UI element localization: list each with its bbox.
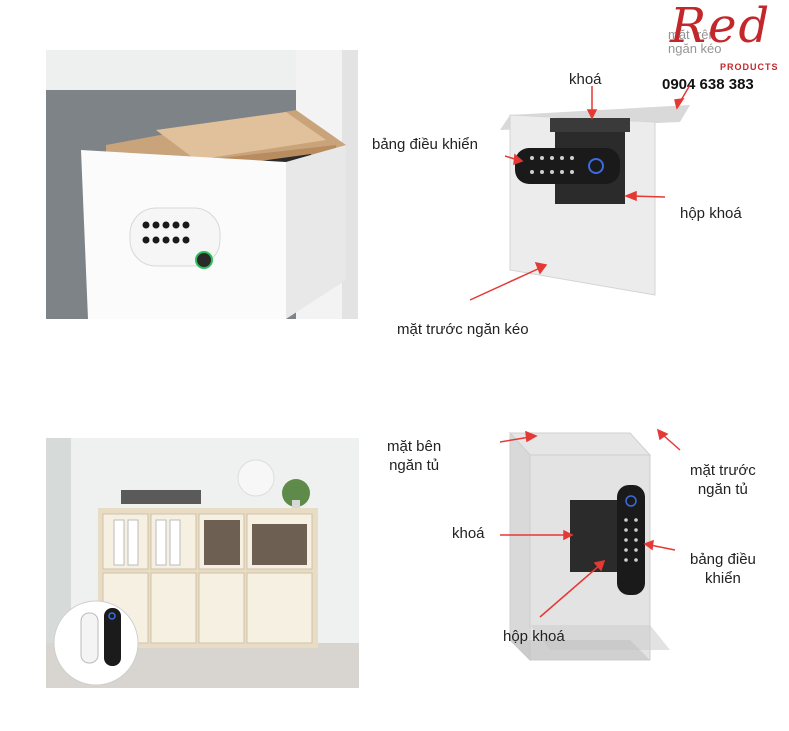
label-cabinet-side: mặt bên ngăn tủ: [387, 438, 442, 474]
label-control-panel-bottom: bảng điều khiển: [690, 551, 756, 587]
label-drawer-front: mặt trước ngăn kéo: [397, 321, 529, 338]
cabinet-lock-diagram: [500, 428, 681, 662]
label-lock-top: khoá: [569, 71, 602, 88]
drawer-lock-diagram: [469, 84, 691, 301]
label-lock-bottom: khoá: [452, 525, 485, 542]
cabinet-lock-photo: [46, 438, 359, 688]
label-lock-box-top: hộp khoá: [680, 205, 742, 222]
fingerprint-icon: [625, 495, 637, 507]
logo-tagline: PRODUCTS: [720, 62, 779, 72]
label-control-panel-top: bảng điều khiển: [372, 136, 478, 153]
logo-brand-word: Red: [670, 0, 772, 54]
cabinet-keypad-shape: [617, 485, 645, 595]
drawer-photo-illustration: [46, 50, 358, 319]
hotline-number: 0904 638 383: [662, 76, 754, 93]
cabinet-photo-illustration: [46, 438, 359, 688]
drawer-lock-photo: [46, 50, 358, 319]
cabinet-lock-box-shape: [570, 500, 622, 572]
fingerprint-icon: [588, 158, 604, 174]
brand-logo: mặt trên ngăn kéo Red PRODUCTS 0904 638 …: [656, 0, 784, 94]
label-cabinet-front: mặt trước ngăn tủ: [690, 462, 756, 498]
keypad-panel-shape: [515, 148, 620, 184]
label-lock-box-bottom: hộp khoá: [503, 628, 565, 645]
cabinet-side-panel: [509, 431, 531, 662]
logo-overlay-text: mặt trên ngăn kéo: [668, 27, 722, 56]
